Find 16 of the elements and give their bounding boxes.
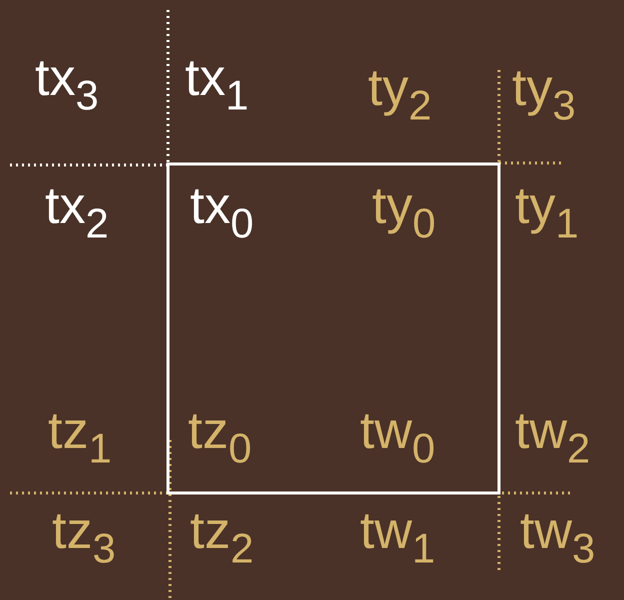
variable-label: ty$_{3}$ [512, 62, 576, 126]
variable-label: tx$_{0}$ [190, 180, 254, 244]
variable-label: tz$_{3}$ [52, 505, 116, 570]
variable-label: tz$_{2}$ [190, 505, 254, 570]
variable-label: tx$_{1}$ [185, 52, 249, 116]
variable-label: ty$_{1}$ [515, 180, 579, 244]
variable-label: tz$_{0}$ [188, 405, 252, 470]
variable-label: tx$_{3}$ [35, 52, 99, 116]
variable-label: ty$_{2}$ [368, 62, 432, 126]
variable-label: tw$_{2}$ [515, 405, 590, 470]
variable-label: tx$_{2}$ [45, 180, 109, 244]
variable-label: tw$_{0}$ [360, 405, 436, 470]
variable-label: tw$_{3}$ [520, 505, 596, 570]
variable-label: tz$_{1}$ [48, 405, 112, 470]
variable-label: tw$_{1}$ [360, 505, 436, 570]
variable-label: ty$_{0}$ [372, 180, 436, 244]
